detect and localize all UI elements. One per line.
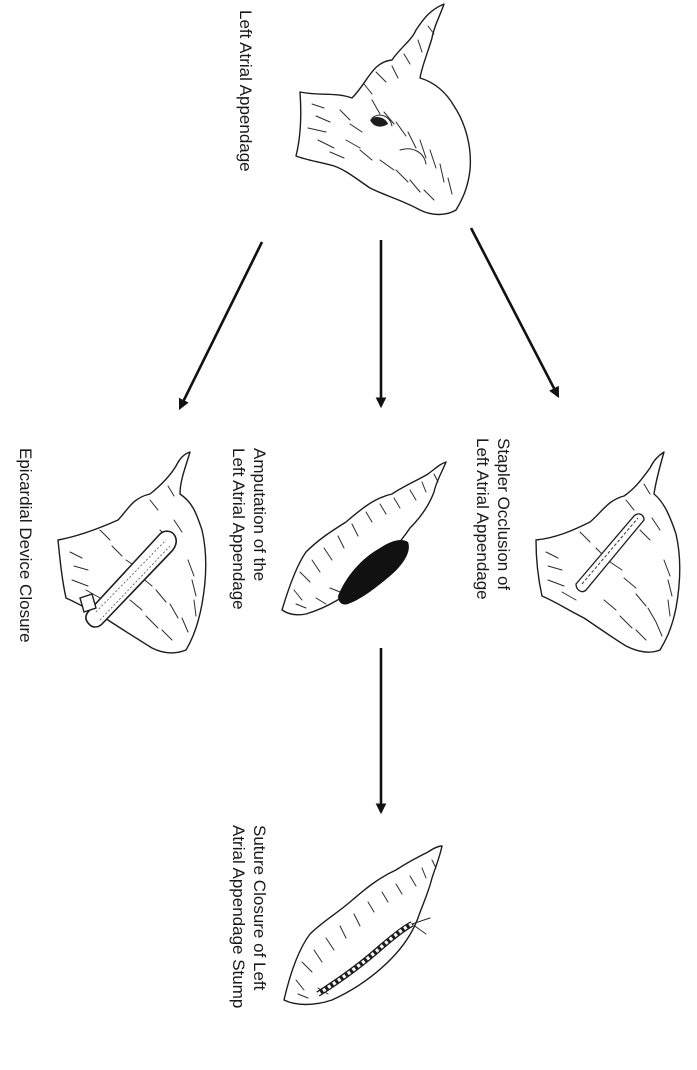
arrow-to-stapler — [469, 227, 560, 398]
suture-label-line2: Atrial Appendage Stump — [229, 825, 248, 1009]
stapler-label-line1: Stapler Occlusion of — [494, 438, 513, 591]
suture-label-line1: Suture Closure of Left — [250, 825, 269, 991]
arrow-to-epicardial — [178, 241, 264, 410]
amputation-label-line2: Left Atrial Appendage — [229, 448, 248, 610]
stapler-label: Stapler Occlusion of Left Atrial Appenda… — [472, 438, 514, 600]
stapler-label-line2: Left Atrial Appendage — [473, 438, 492, 600]
laa-label-text: Left Atrial Appendage — [236, 10, 255, 172]
laa-label: Left Atrial Appendage — [235, 10, 256, 172]
stapler-illustration — [535, 451, 681, 653]
amputation-label-line1: Amputation of the — [250, 448, 269, 582]
laa-illustration — [295, 3, 472, 216]
suture-label: Suture Closure of Left Atrial Appendage … — [228, 825, 270, 1008]
epicardial-label-text: Epicardial Device Closure — [16, 448, 35, 643]
suture-illustration — [283, 845, 443, 1006]
epicardial-label: Epicardial Device Closure — [15, 448, 36, 643]
amputation-illustration — [281, 461, 447, 616]
amputation-label: Amputation of the Left Atrial Appendage — [228, 448, 270, 610]
epicardial-illustration — [57, 451, 207, 654]
